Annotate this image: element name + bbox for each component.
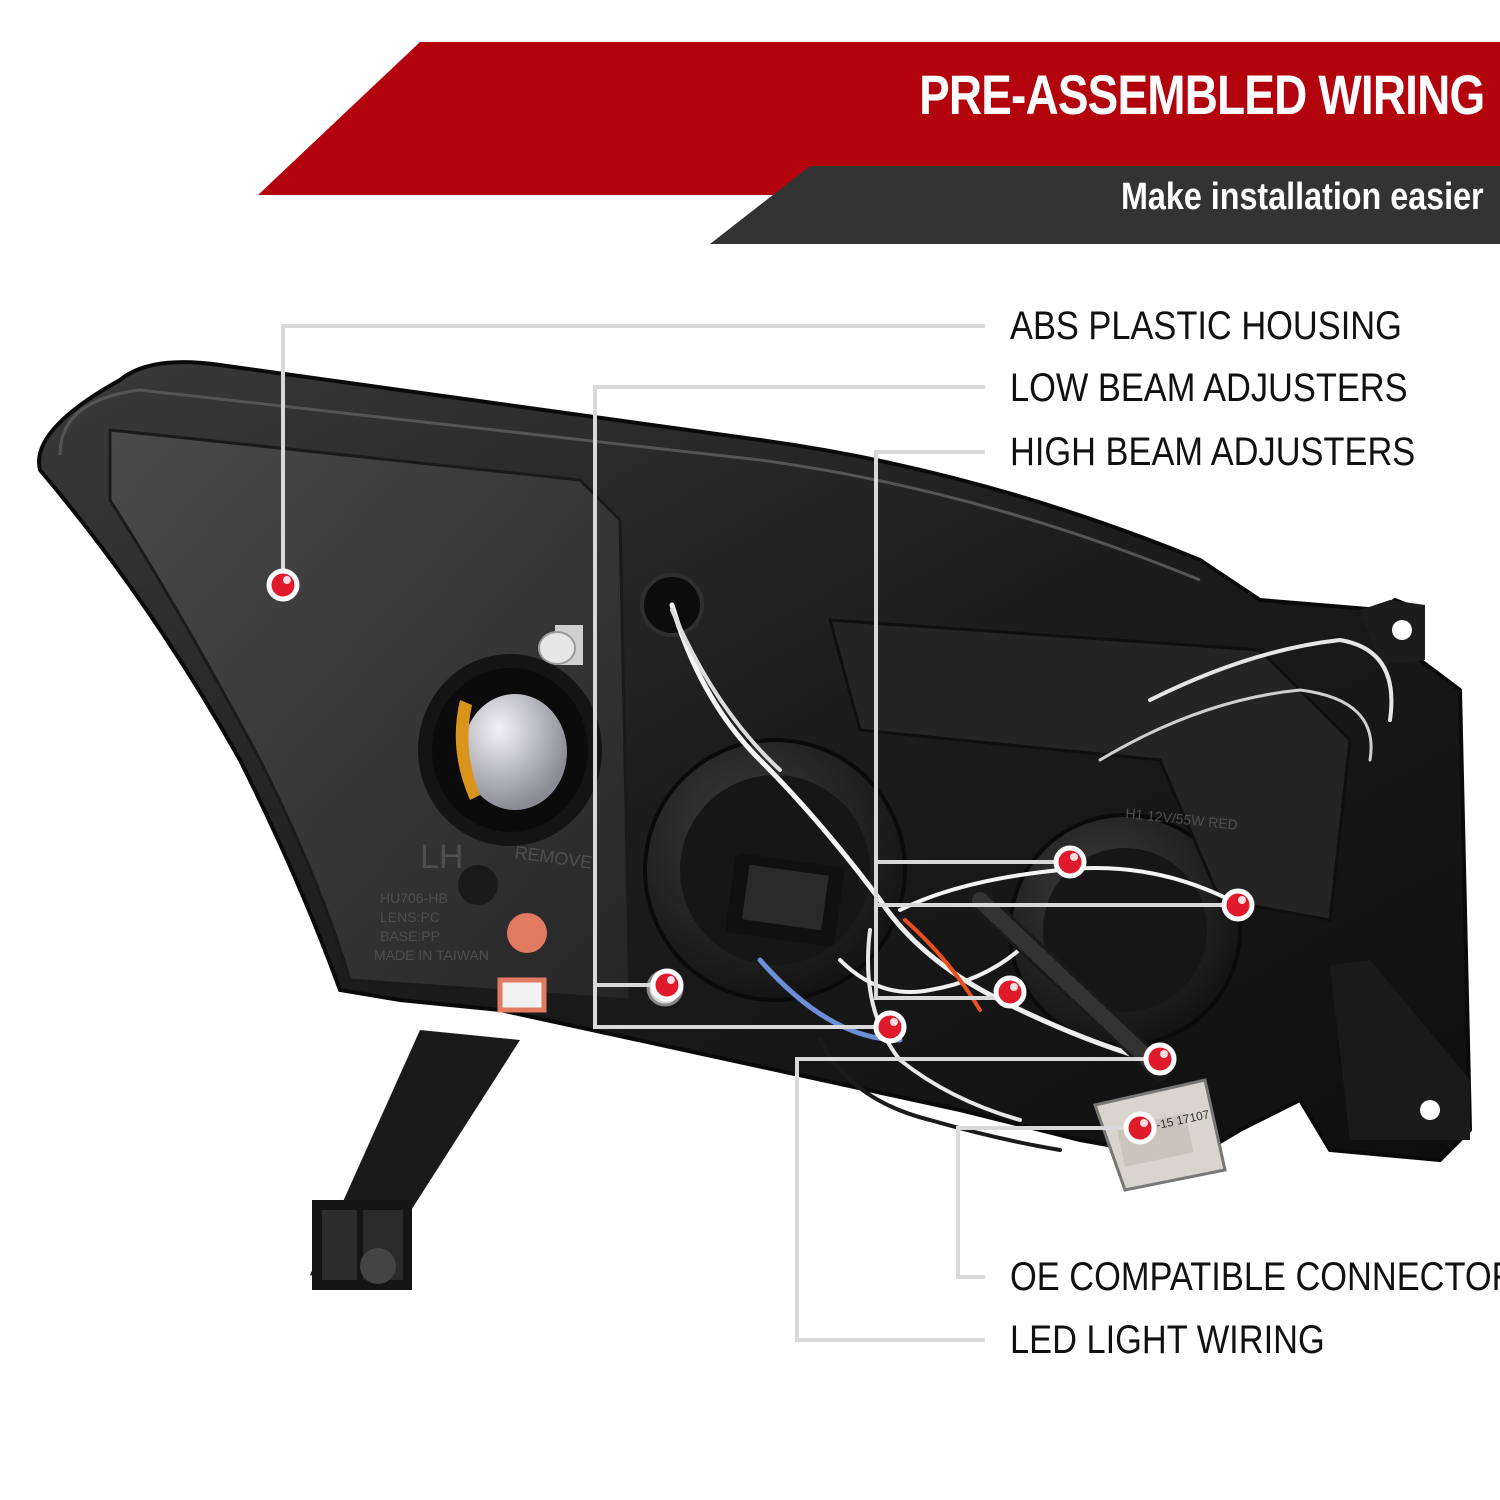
leader-oe-connectors <box>956 1126 1140 1279</box>
marker-high-beam-b <box>1221 888 1255 922</box>
leader-led-wiring <box>795 1057 1160 1342</box>
callout-markers <box>266 568 1255 1145</box>
title-ribbon <box>258 42 1500 195</box>
marker-oe-connector <box>1123 1111 1157 1145</box>
banner-title: PRE-ASSEMBLED WIRING <box>918 63 1485 126</box>
leader-abs-housing <box>281 324 985 583</box>
callout-low-beam: LOW BEAM ADJUSTERS <box>1010 366 1408 410</box>
marker-low-beam-left <box>650 968 684 1002</box>
part-mark-4: MADE IN TAIWAN <box>374 947 489 963</box>
mount-screw <box>538 625 583 665</box>
lh-plug <box>458 865 498 905</box>
part-mark-1: HU706-HB <box>380 890 448 906</box>
turn-signal-socket <box>418 654 602 846</box>
lower-mount-bracket <box>310 1030 520 1290</box>
wire-harness <box>669 602 1394 1152</box>
housing-side-panel <box>108 428 632 1002</box>
part-mark-3: BASE:PP <box>380 928 440 944</box>
low-beam-connector <box>725 853 845 947</box>
callout-oe-connectors: OE COMPATIBLE CONNECTORS <box>1010 1255 1500 1299</box>
part-mark-2: LENS:PC <box>380 909 440 925</box>
rear-housing-box <box>827 618 1352 922</box>
marker-led-wiring <box>1143 1042 1177 1076</box>
marker-low-beam-right <box>873 1010 907 1044</box>
callout-led-wiring: LED LIGHT WIRING <box>1010 1318 1325 1362</box>
subtitle-ribbon <box>710 166 1500 244</box>
callout-leaders <box>281 324 1238 1342</box>
right-mount-tab <box>1330 960 1470 1140</box>
marker-high-beam-c <box>993 975 1027 1009</box>
leader-low-beam <box>593 385 985 1029</box>
banner-subtitle: Make installation easier <box>1121 176 1484 218</box>
leader-high-beam <box>874 450 1010 1000</box>
marker-abs-housing <box>266 568 300 602</box>
white-sticker <box>497 977 547 1013</box>
salmon-sticker <box>507 913 547 953</box>
side-mark: LH <box>420 838 463 876</box>
callout-abs-housing: ABS PLASTIC HOUSING <box>1010 304 1402 348</box>
upper-mount-tab <box>1360 600 1425 665</box>
marker-high-beam-a <box>1053 845 1087 879</box>
callout-high-beam: HIGH BEAM ADJUSTERS <box>1010 430 1416 474</box>
